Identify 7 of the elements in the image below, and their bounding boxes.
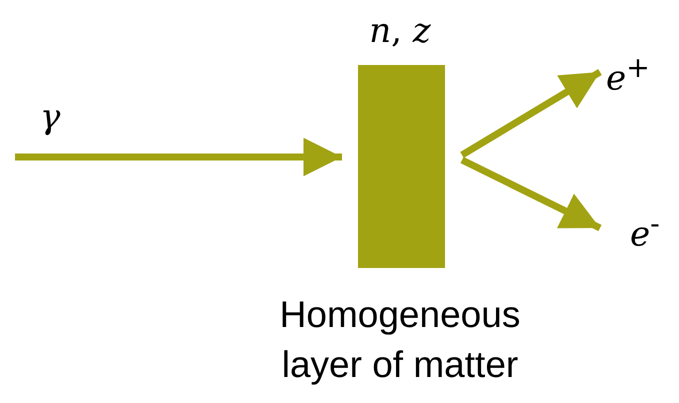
particle-label: e$^{-}$: [630, 206, 661, 256]
arrow: [460, 156, 602, 232]
layer-caption: Homogeneous layer of matter: [278, 293, 522, 387]
particle-label: e$^{+}$: [606, 50, 651, 100]
arrow: [15, 138, 342, 176]
layer-parameters: n, z: [368, 10, 432, 53]
arrow: [460, 69, 602, 158]
